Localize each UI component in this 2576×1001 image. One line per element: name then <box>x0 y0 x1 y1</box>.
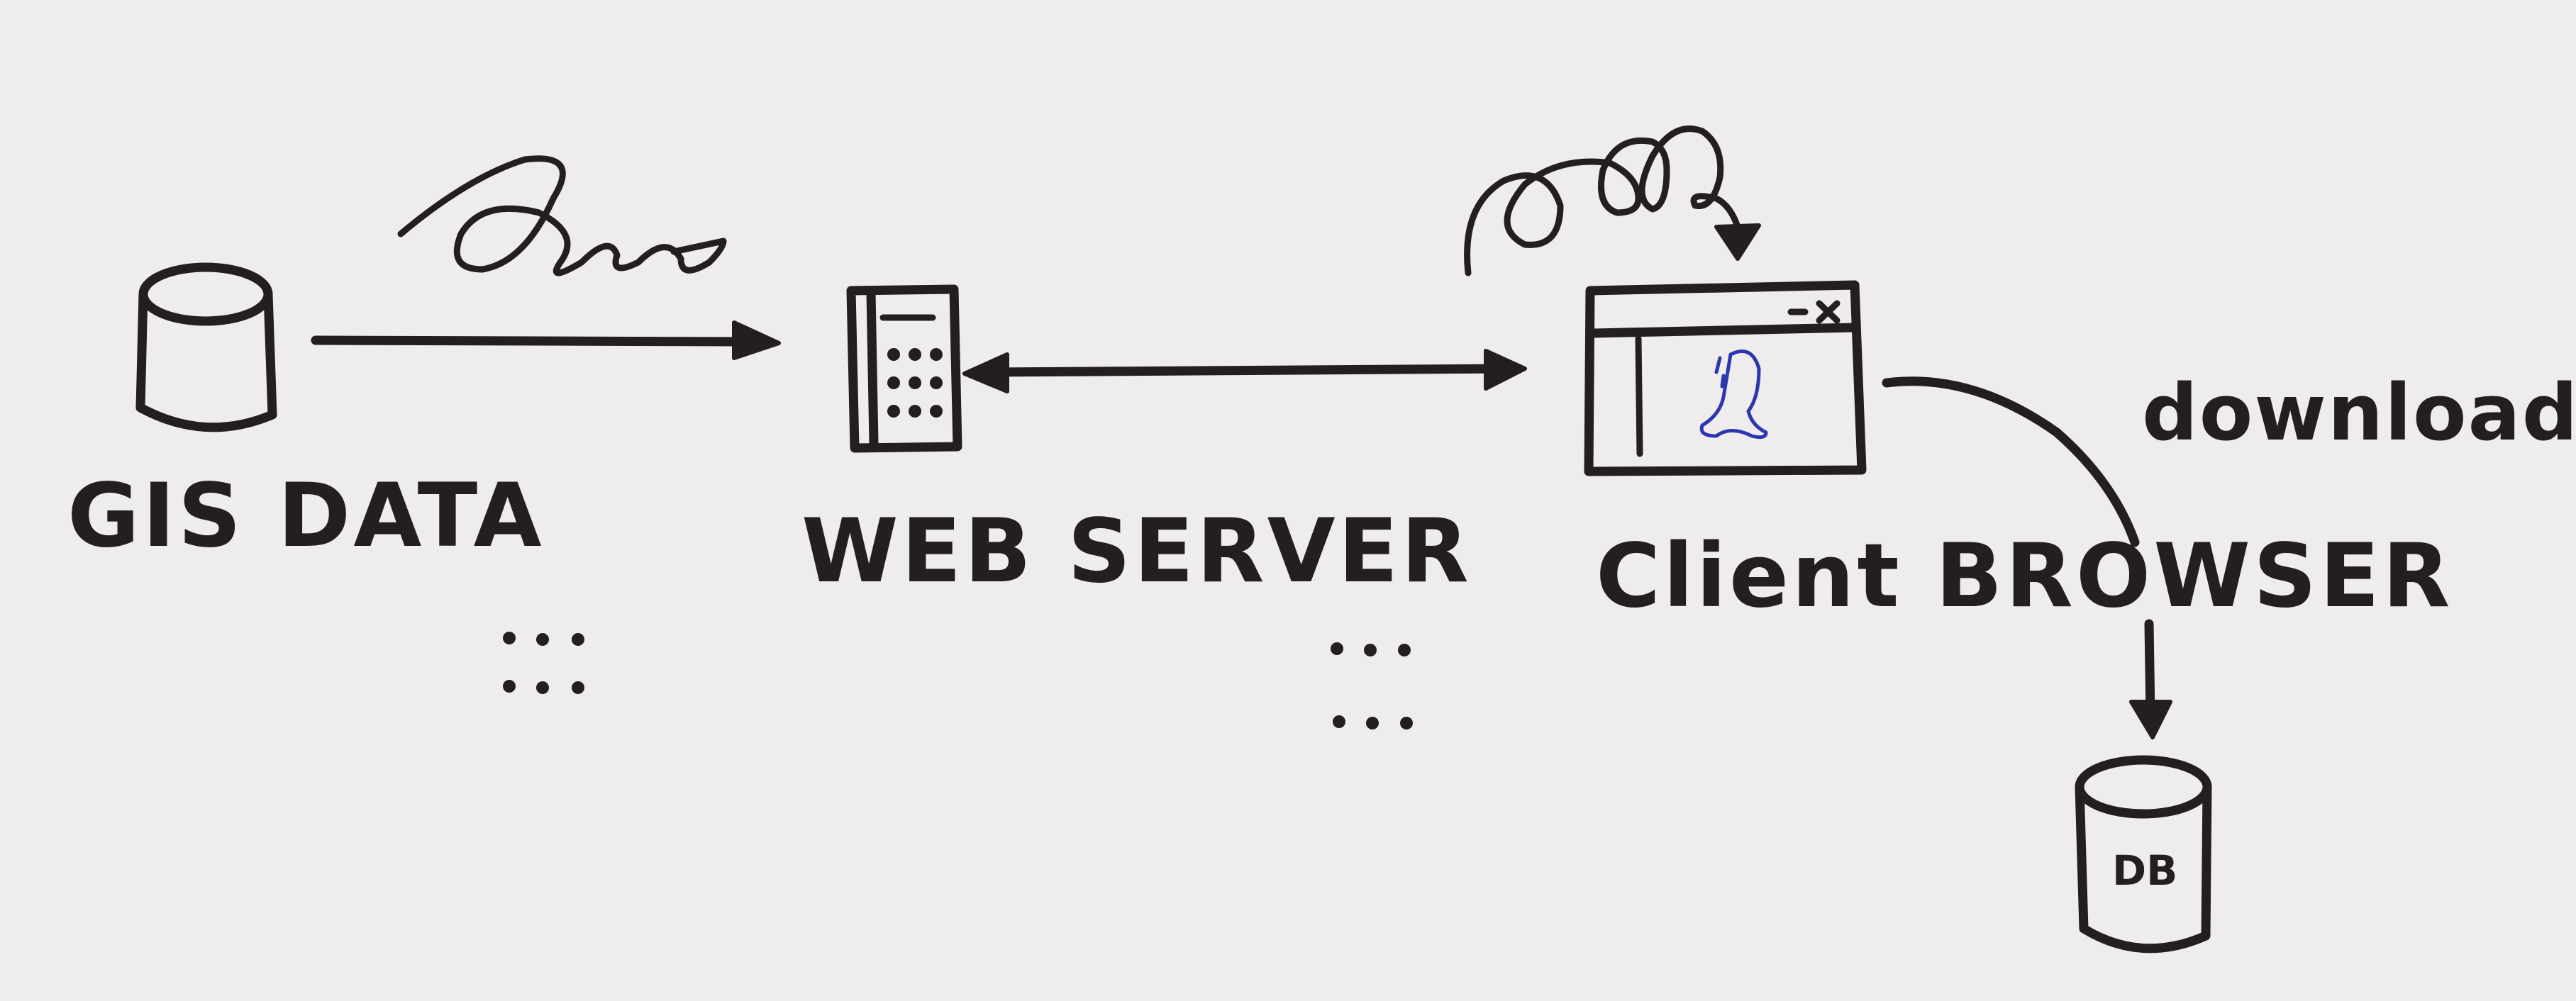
browser-close-icon <box>1816 300 1841 324</box>
gis-squiggle-icon <box>397 155 727 276</box>
download-label: download <box>2142 367 2576 458</box>
db-cylinder-icon <box>2075 755 2212 954</box>
client-browser-label: Client BROWSER <box>1596 525 2453 627</box>
download-curve <box>1882 376 2140 547</box>
browser-window-icon <box>1584 280 1867 476</box>
browser-loops-icon <box>1464 125 1761 276</box>
gis-database-icon <box>135 262 277 432</box>
web-server-label: WEB SERVER <box>801 500 1472 603</box>
gis-data-label: GIS DATA <box>67 465 545 567</box>
db-label: DB <box>2112 846 2177 895</box>
web-server-icon <box>846 284 962 453</box>
gis-to-server-arrow <box>311 320 781 360</box>
browser-to-db-arrow <box>2129 619 2172 739</box>
ellipsis-middle <box>1331 642 1413 729</box>
server-browser-double-arrow <box>962 349 1527 393</box>
ellipsis-left <box>503 632 584 694</box>
map-shape-icon <box>1699 349 1768 440</box>
